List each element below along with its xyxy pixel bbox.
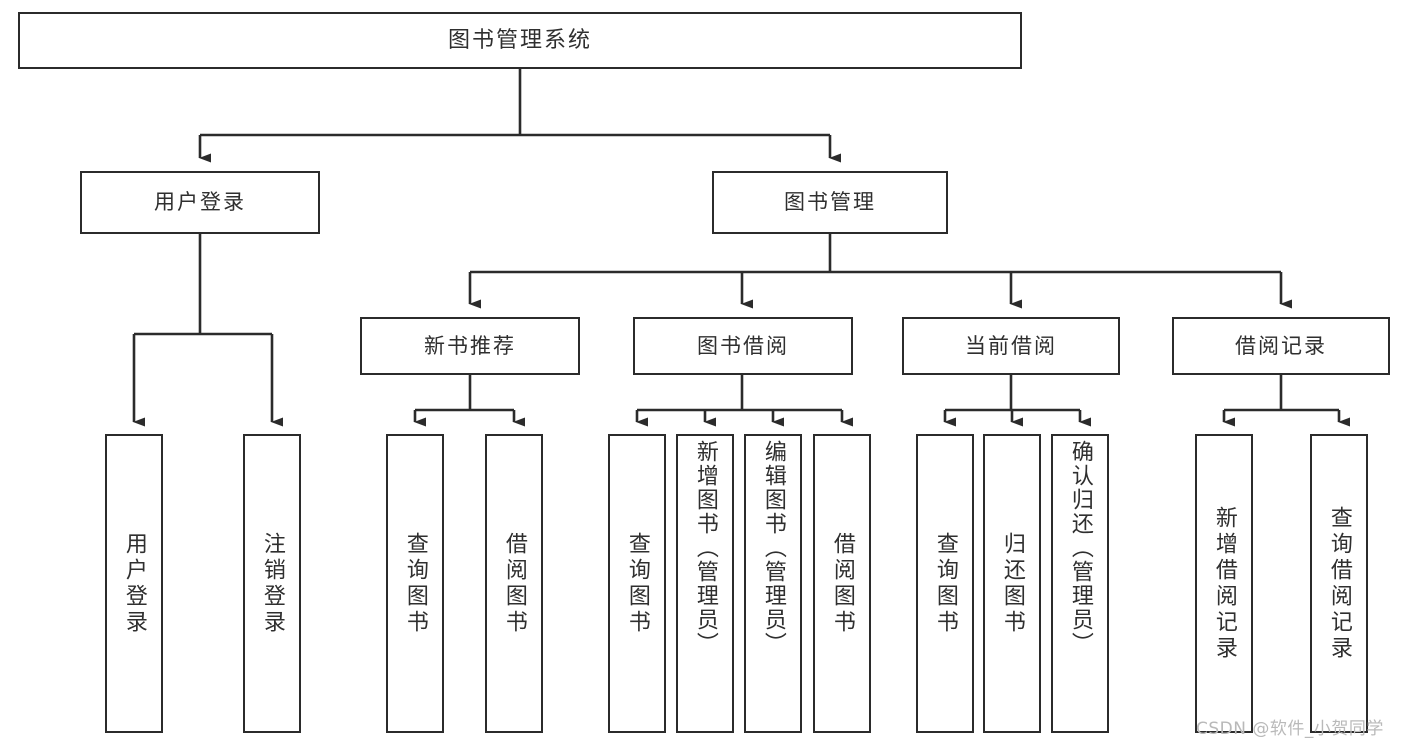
leaf-query-book-borrow[interactable]: 查询图书 <box>608 434 666 733</box>
leaf-edit-book-admin[interactable]: 编辑图书（管理员） <box>744 434 802 733</box>
node-label: 新书推荐 <box>424 333 516 358</box>
node-label: 用户登录 <box>154 190 246 214</box>
node-user-login[interactable]: 用户登录 <box>80 171 320 234</box>
node-label: 归还图书 <box>999 531 1025 636</box>
node-label: 图书管理 <box>784 190 876 214</box>
node-current-borrow[interactable]: 当前借阅 <box>902 317 1120 375</box>
leaf-return-book[interactable]: 归还图书 <box>983 434 1041 733</box>
node-label: 图书借阅 <box>697 333 789 358</box>
leaf-logout[interactable]: 注销登录 <box>243 434 301 733</box>
leaf-add-book-admin[interactable]: 新增图书（管理员） <box>676 434 734 733</box>
leaf-confirm-return-admin[interactable]: 确认归还（管理员） <box>1051 434 1109 733</box>
leaf-query-book-recommend[interactable]: 查询图书 <box>386 434 444 733</box>
node-label: 新增借阅记录 <box>1211 505 1237 662</box>
leaf-borrow-book[interactable]: 借阅图书 <box>813 434 871 733</box>
node-label: 查询图书 <box>932 531 958 636</box>
node-book-management[interactable]: 图书管理 <box>712 171 948 234</box>
node-label: 借阅记录 <box>1235 333 1327 358</box>
node-label: 编辑图书（管理员） <box>760 440 786 656</box>
leaf-borrow-book-recommend[interactable]: 借阅图书 <box>485 434 543 733</box>
leaf-query-borrow-record[interactable]: 查询借阅记录 <box>1310 434 1368 733</box>
watermark-text: CSDN @软件_小贺同学 <box>1196 719 1384 739</box>
node-label: 查询借阅记录 <box>1326 505 1352 662</box>
node-label: 确认归还（管理员） <box>1067 440 1093 656</box>
node-label: 图书管理系统 <box>447 27 592 53</box>
node-label: 查询图书 <box>624 531 650 636</box>
node-label: 新增图书（管理员） <box>692 440 718 656</box>
node-label: 注销登录 <box>259 531 285 636</box>
node-label: 借阅图书 <box>501 531 527 636</box>
node-label: 借阅图书 <box>829 531 855 636</box>
node-label: 查询图书 <box>402 531 428 636</box>
leaf-query-book-current[interactable]: 查询图书 <box>916 434 974 733</box>
node-label: 用户登录 <box>121 531 147 636</box>
node-label: 当前借阅 <box>965 333 1057 358</box>
node-root-system[interactable]: 图书管理系统 <box>18 12 1022 69</box>
node-borrow-record[interactable]: 借阅记录 <box>1172 317 1390 375</box>
node-book-borrow[interactable]: 图书借阅 <box>633 317 853 375</box>
leaf-add-borrow-record[interactable]: 新增借阅记录 <box>1195 434 1253 733</box>
node-new-book-recommend[interactable]: 新书推荐 <box>360 317 580 375</box>
leaf-user-login[interactable]: 用户登录 <box>105 434 163 733</box>
